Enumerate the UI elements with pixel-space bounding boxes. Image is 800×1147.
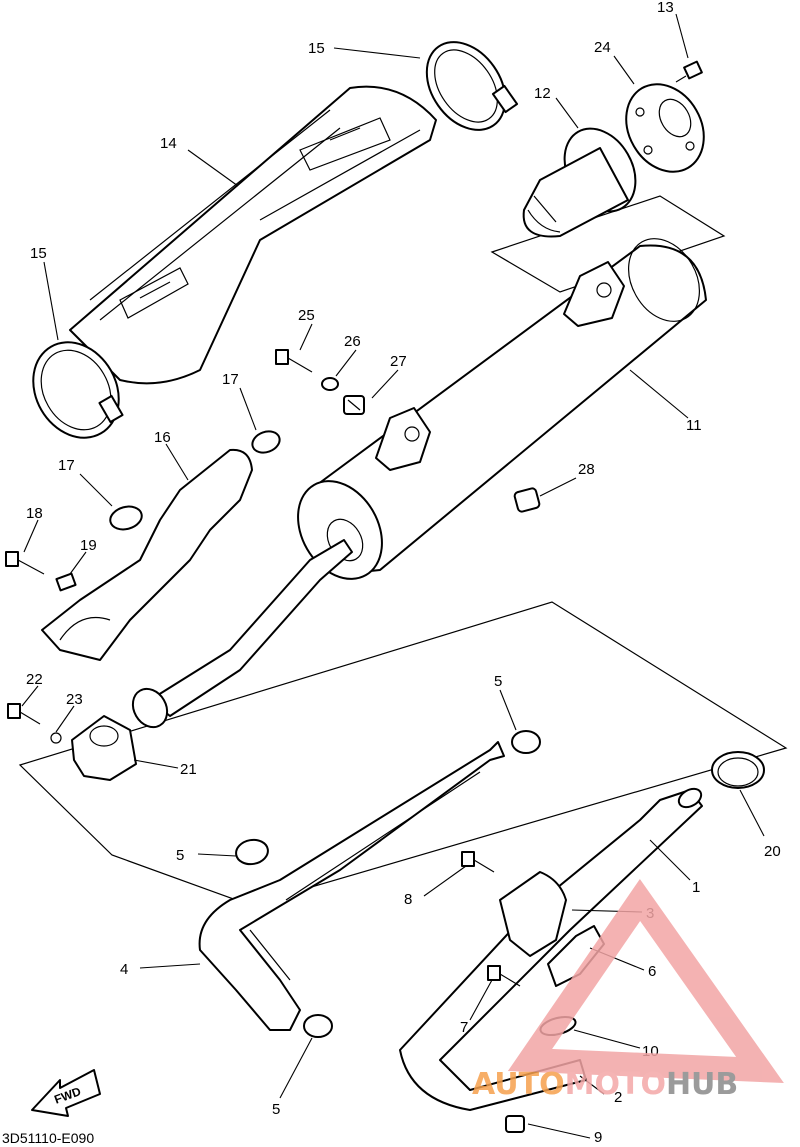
lower-group-box <box>18 601 788 906</box>
label-15-upper: 15 <box>308 40 325 57</box>
clamp-5-middle-part <box>235 838 269 866</box>
clamp-band-upper-part <box>425 41 519 131</box>
muffler-body-part <box>297 238 707 580</box>
muffler-cover-part <box>69 85 437 385</box>
svg-text:AUTOMOTOHUB: AUTOMOTOHUB <box>472 1067 738 1102</box>
watermark: AUTOMOTOHUB <box>472 879 784 1102</box>
label-11: 11 <box>686 417 702 434</box>
part-labels: 15 13 24 12 14 15 25 26 27 17 11 16 28 1… <box>26 0 781 1146</box>
damper-27-part <box>343 395 365 415</box>
label-15-lower: 15 <box>30 245 47 262</box>
label-5-upper: 5 <box>494 673 502 690</box>
label-16: 16 <box>154 429 171 446</box>
label-2: 2 <box>614 1089 622 1106</box>
label-14: 14 <box>160 135 177 152</box>
label-26: 26 <box>344 333 361 350</box>
label-17-lower: 17 <box>58 457 75 474</box>
washer-26-part <box>321 377 339 391</box>
watermark-moto: MOTO <box>565 1067 666 1102</box>
exhaust-protector-part <box>198 741 505 1031</box>
ring-23-part <box>50 732 62 744</box>
bolt-22-part <box>7 703 41 725</box>
label-23: 23 <box>66 691 83 708</box>
muffler-group-box <box>490 195 726 293</box>
diagram-code: 3D51110-E090 <box>2 1130 94 1146</box>
label-21: 21 <box>180 761 197 778</box>
bolt-7-part <box>487 965 521 987</box>
nut-9-part <box>505 1115 525 1133</box>
watermark-auto: AUTO <box>472 1067 565 1102</box>
exhaust-tail-pipe-part <box>131 539 353 729</box>
bolt-13-part <box>675 60 703 83</box>
collar-19-part <box>55 572 77 592</box>
fwd-arrow: FWD <box>31 1069 101 1117</box>
label-17-upper: 17 <box>222 371 239 388</box>
label-27: 27 <box>390 353 407 370</box>
label-28: 28 <box>578 461 595 478</box>
gasket-20-part <box>711 751 765 789</box>
label-20: 20 <box>764 843 781 860</box>
leader-lines <box>21 13 765 1139</box>
exhaust-pipe-part <box>399 787 703 1111</box>
clamp-5-lower-part <box>303 1014 333 1038</box>
label-13: 13 <box>657 0 674 16</box>
spark-arrester-part <box>522 127 637 238</box>
label-8: 8 <box>404 891 412 908</box>
bolt-25-part <box>275 349 313 373</box>
watermark-triangle-logo <box>507 879 784 1084</box>
bolt-18-part <box>5 551 45 575</box>
label-9: 9 <box>594 1129 602 1146</box>
label-7: 7 <box>460 1019 468 1036</box>
label-1: 1 <box>692 879 700 896</box>
label-19: 19 <box>80 537 97 554</box>
bolt-8-part <box>461 851 495 873</box>
clamp-17-upper-part <box>251 430 281 454</box>
watermark-hub: HUB <box>666 1067 738 1102</box>
label-22: 22 <box>26 671 43 688</box>
exhaust-pipe-link-part <box>41 448 253 661</box>
bracket-3-part <box>499 871 567 957</box>
label-24: 24 <box>594 39 611 56</box>
joint-clamp-21-part <box>71 715 137 781</box>
label-4: 4 <box>120 961 128 978</box>
label-25: 25 <box>298 307 315 324</box>
label-5-middle: 5 <box>176 847 184 864</box>
clamp-band-lower-part <box>32 341 124 439</box>
label-6: 6 <box>648 963 656 980</box>
label-12: 12 <box>534 85 551 102</box>
label-18: 18 <box>26 505 43 522</box>
end-cap-plate-part <box>625 83 705 173</box>
label-5-lower: 5 <box>272 1101 280 1118</box>
clamp-5-upper-part <box>511 730 541 754</box>
clamp-17-lower-part <box>109 505 143 531</box>
collar-28-part <box>513 487 541 513</box>
